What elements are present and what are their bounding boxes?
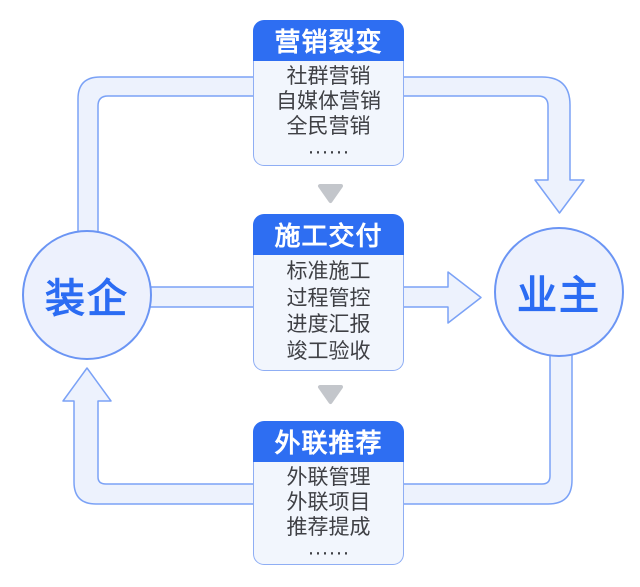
pipe-company-to-construction — [145, 286, 255, 308]
list-item: 推荐提成 — [286, 516, 371, 539]
box-marketing-items: 社群营销 自媒体营销 全民营销 ······ — [253, 61, 404, 166]
box-marketing-fission: 营销裂变 社群营销 自媒体营销 全民营销 ······ — [253, 20, 404, 166]
list-item: 过程管控 — [286, 286, 371, 310]
pipe-owner-to-referral — [402, 344, 573, 505]
box-marketing-title: 营销裂变 — [253, 20, 404, 61]
list-item: 全民营销 — [286, 115, 371, 138]
box-construction-items: 标准施工 过程管控 进度汇报 竣工验收 — [253, 255, 404, 371]
ellipsis-item: ······ — [307, 140, 350, 163]
list-item: 社群营销 — [286, 65, 371, 88]
chevron-down-icon — [318, 184, 343, 203]
list-item: 标准施工 — [286, 260, 371, 284]
list-item: 进度汇报 — [286, 313, 371, 337]
box-referral-items: 外联管理 外联项目 推荐提成 ······ — [253, 462, 404, 565]
node-owner-label: 业主 — [517, 274, 601, 318]
box-external-referral: 外联推荐 外联管理 外联项目 推荐提成 ······ — [253, 421, 404, 565]
node-company-label: 装企 — [45, 277, 129, 321]
chevron-down-icon — [318, 385, 343, 404]
list-item: 竣工验收 — [286, 339, 371, 363]
arrow-construction-to-owner — [402, 271, 482, 324]
list-item: 自媒体营销 — [276, 90, 381, 113]
node-decoration-company: 装企 — [22, 230, 152, 360]
box-referral-title: 外联推荐 — [253, 421, 404, 462]
node-owner: 业主 — [494, 227, 624, 357]
arrow-referral-to-company — [62, 367, 255, 505]
list-item: 外联项目 — [286, 491, 371, 514]
ellipsis-item: ······ — [307, 541, 350, 564]
box-construction-delivery: 施工交付 标准施工 过程管控 进度汇报 竣工验收 — [253, 214, 404, 371]
box-construction-title: 施工交付 — [253, 214, 404, 255]
list-item: 外联管理 — [286, 466, 371, 489]
pipe-company-to-marketing — [77, 76, 255, 246]
pipe-marketing-to-owner-arrow-down — [402, 76, 585, 214]
